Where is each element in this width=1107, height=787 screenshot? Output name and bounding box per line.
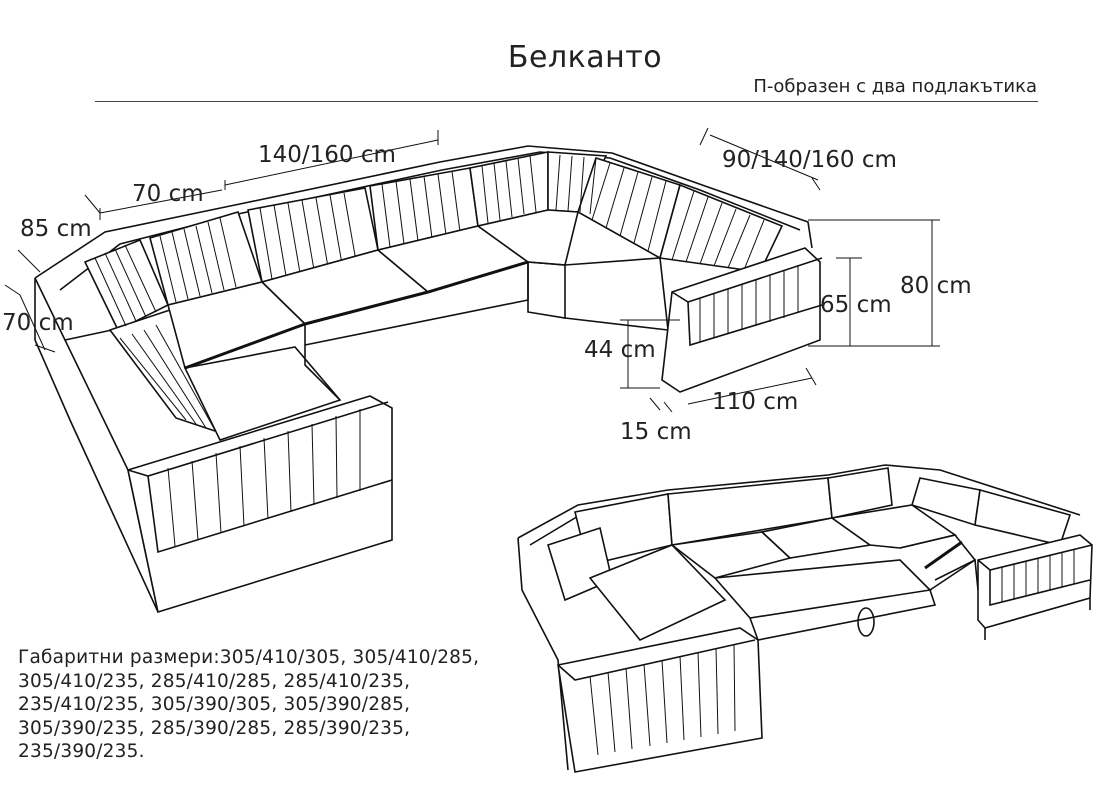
sizes-line: Габаритни размери:305/410/305, 305/410/2…: [18, 647, 480, 668]
back-cushion-ribs: [94, 154, 765, 433]
sofa-bed-view: [517, 464, 1093, 773]
dim-left-corner: 70 cm: [2, 310, 74, 336]
product-title: Белканто: [507, 40, 663, 75]
dim-right-section: 90/140/160 cm: [722, 147, 897, 173]
sofa-main-view: [34, 145, 823, 614]
dim-armrest-height: 65 cm: [820, 292, 892, 318]
dim-leg-height: 15 cm: [620, 419, 692, 445]
right-armrest-ribs: [699, 265, 799, 342]
dim-top-corner: 70 cm: [132, 181, 204, 207]
sizes-line: 235/410/235, 305/390/305, 305/390/285,: [18, 694, 411, 715]
front-armrest-ribs: [167, 409, 361, 547]
bed-front-armrest-ribs: [589, 643, 736, 756]
bed-right-armrest-ribs: [1001, 549, 1075, 602]
dim-seat-height: 44 cm: [584, 337, 656, 363]
dim-total-height: 80 cm: [900, 273, 972, 299]
sizes-line: 235/390/235.: [18, 741, 145, 762]
dim-top-section: 140/160 cm: [258, 142, 396, 168]
header-divider: [95, 101, 1038, 102]
sizes-line: 305/390/235, 285/390/285, 285/390/235,: [18, 717, 411, 739]
sizes-line: 305/410/235, 285/410/285, 285/410/235,: [18, 670, 411, 692]
product-subtitle: П-образен с два подлакътика: [753, 76, 1037, 97]
overall-sizes: Габаритни размери:305/410/305, 305/410/2…: [18, 646, 498, 764]
pull-handle-icon: [857, 607, 875, 637]
dimension-lines: [4, 127, 940, 413]
dim-left-depth: 85 cm: [20, 216, 92, 242]
dim-depth: 110 cm: [712, 389, 798, 415]
